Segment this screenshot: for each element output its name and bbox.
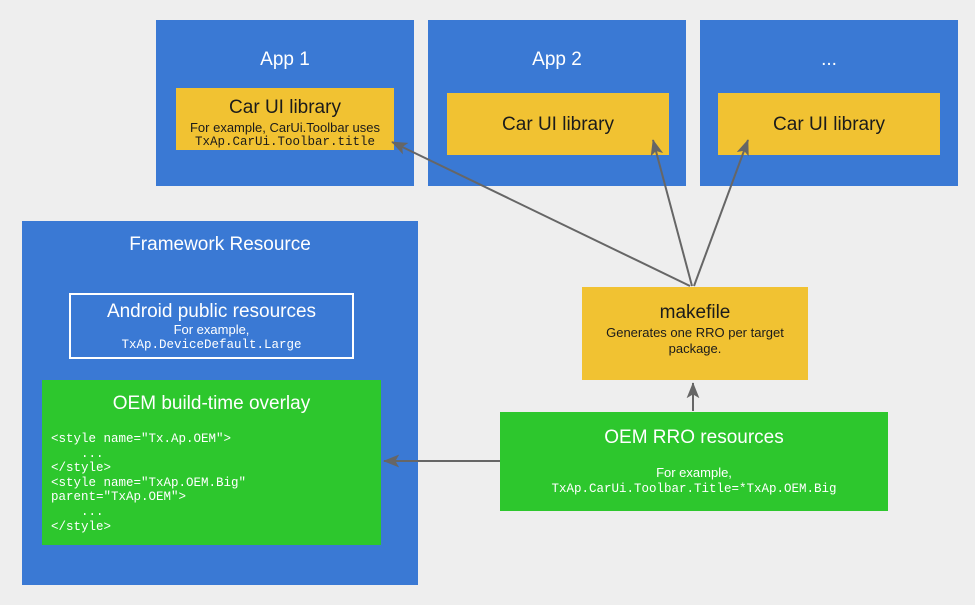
oem-rro-resources: OEM RRO resources For example, TxAp.CarU… xyxy=(500,412,888,511)
app-1-library-title: Car UI library xyxy=(229,97,341,118)
app-2-library-title: Car UI library xyxy=(502,114,614,135)
makefile-title: makefile xyxy=(659,302,731,323)
app1-car-ui-library: Car UI library For example, CarUi.Toolba… xyxy=(176,88,394,150)
oem-rro-resources-sub1: For example, xyxy=(656,465,732,480)
makefile-sub1: Generates one RRO per target xyxy=(606,325,784,340)
oem-build-time-overlay: OEM build-time overlay <style name="Tx.A… xyxy=(42,380,381,545)
oem-rro-resources-sub2: TxAp.CarUi.Toolbar.Title=*TxAp.OEM.Big xyxy=(551,482,837,496)
app-2-title: App 2 xyxy=(532,49,582,70)
app-3-library-title: Car UI library xyxy=(773,114,885,135)
app2-car-ui-library: Car UI library xyxy=(447,93,669,155)
android-public-resources-title: Android public resources xyxy=(106,301,317,322)
android-public-resources-sub1: For example, xyxy=(173,322,250,337)
oem-rro-resources-title: OEM RRO resources xyxy=(604,427,784,448)
app-1-library-sub1: For example, CarUi.Toolbar uses xyxy=(189,120,381,135)
oem-build-time-overlay-title: OEM build-time overlay xyxy=(112,393,311,414)
makefile: makefile Generates one RRO per target pa… xyxy=(582,287,808,380)
app-1-library-sub2: TxAp.CarUi.Toolbar.title xyxy=(194,135,376,149)
app3-car-ui-library: Car UI library xyxy=(718,93,940,155)
android-public-resources-sub2: TxAp.DeviceDefault.Large xyxy=(121,338,302,352)
app-3-title: ... xyxy=(821,49,837,70)
framework-resource-title: Framework Resource xyxy=(129,234,311,255)
oem-build-time-overlay-code: <style name="Tx.Ap.OEM"> ... </style> <s… xyxy=(51,432,247,534)
makefile-sub2: package. xyxy=(668,341,722,356)
android-public-resources: Android public resources For example, Tx… xyxy=(69,293,354,359)
app-1-title: App 1 xyxy=(260,49,310,70)
